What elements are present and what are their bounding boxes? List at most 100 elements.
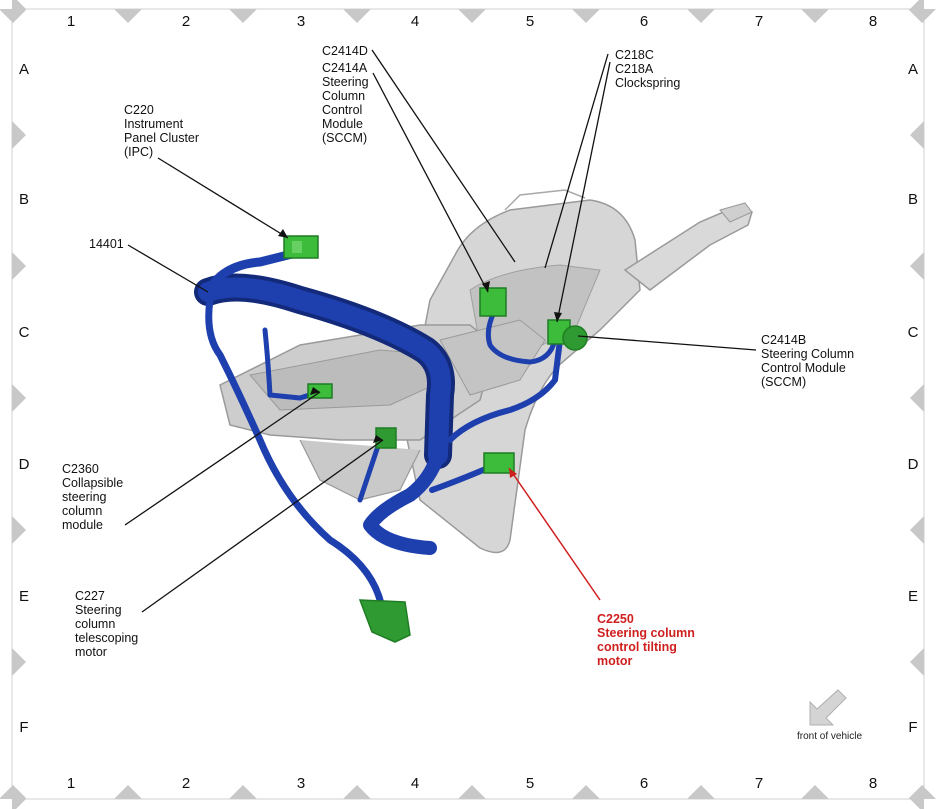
frame-marker-left	[12, 121, 26, 149]
callout-14401: 14401	[89, 237, 124, 251]
row-label-left-a: A	[18, 61, 29, 78]
callout-c2414d-line: C2414D	[322, 44, 368, 58]
row-label-right-a: A	[907, 61, 918, 78]
row-label-right-f: F	[908, 719, 918, 736]
callout-c2414b-line: (SCCM)	[761, 375, 807, 389]
column-label-bottom-4: 4	[410, 775, 420, 792]
row-label-right-d: D	[907, 456, 919, 473]
row-label-left-b: B	[18, 191, 29, 208]
row-label-right-e: E	[907, 588, 918, 605]
frame-marker-right	[910, 516, 924, 544]
callout-c2360-line: module	[62, 518, 103, 532]
callout-c227-line: telescoping	[75, 631, 139, 645]
frame-marker-bottom	[458, 785, 486, 799]
callout-c2414d: C2414D	[322, 44, 368, 58]
arrow-down-left-icon	[809, 689, 847, 726]
column-label-top-8: 8	[868, 13, 878, 30]
callout-c218-line: Clockspring	[615, 76, 681, 90]
frame-marker-bottom	[801, 785, 829, 799]
callout-c220-line: (IPC)	[124, 145, 154, 159]
motor-bracket-connector	[358, 599, 411, 643]
connector-c2360	[307, 383, 333, 399]
callout-c220-line: Instrument	[124, 117, 184, 131]
row-label-left-e: E	[18, 588, 29, 605]
callout-c2250-line: Steering column	[597, 626, 695, 640]
frame-marker-top	[687, 9, 715, 23]
callout-c2414a: C2414A Steering Column Control Module (S…	[322, 61, 369, 145]
column-label-top-2: 2	[181, 13, 191, 30]
callout-c2414a-line: C2414A	[322, 61, 368, 75]
callout-c220-line: C220	[124, 103, 154, 117]
callout-c2360-line: Collapsible	[62, 476, 124, 490]
frame-marker-right	[910, 121, 924, 149]
row-label-left-c: C	[18, 324, 30, 341]
front-of-vehicle-label: front of vehicle	[797, 731, 863, 742]
callout-c2414a-line: Module	[322, 117, 363, 131]
column-label-bottom-1: 1	[66, 775, 76, 792]
callout-c2414a-line: Column	[322, 89, 366, 103]
callout-c2414b-line: Steering Column	[761, 347, 855, 361]
callout-c227-line: Steering	[75, 603, 122, 617]
column-label-bottom-8: 8	[868, 775, 878, 792]
wiring-harness-14401	[194, 247, 563, 634]
frame-marker-right	[910, 384, 924, 412]
callout-c2250-line: control tilting	[597, 640, 677, 654]
connector-c2414b	[562, 325, 588, 351]
connector-c2250	[483, 452, 515, 474]
frame-marker-left	[12, 648, 26, 676]
column-label-top-7: 7	[754, 13, 764, 30]
column-label-bottom-3: 3	[296, 775, 306, 792]
frame-marker-left	[12, 0, 26, 23]
connector-c220	[283, 235, 319, 259]
callout-14401-line: 14401	[89, 237, 124, 251]
frame-marker-left	[12, 384, 26, 412]
callout-c2414b-line: C2414B	[761, 333, 807, 347]
callout-c2250-line: motor	[597, 654, 633, 668]
column-label-top-5: 5	[525, 13, 535, 30]
frame-marker-right	[910, 0, 924, 23]
column-label-top-1: 1	[66, 13, 76, 30]
callout-c220: C220 Instrument Panel Cluster (IPC)	[124, 103, 199, 159]
callout-c227-line: column	[75, 617, 116, 631]
callout-c227-line: C227	[75, 589, 105, 603]
frame-marker-top	[572, 9, 600, 23]
column-label-top-4: 4	[410, 13, 420, 30]
callout-c218-line: C218A	[615, 62, 654, 76]
connector-c2414a	[479, 287, 507, 317]
row-label-left-d: D	[18, 456, 30, 473]
column-label-bottom-7: 7	[754, 775, 764, 792]
column-label-bottom-6: 6	[639, 775, 649, 792]
leader-lines	[124, 49, 757, 613]
callout-c2414b: C2414B Steering Column Control Module (S…	[761, 333, 854, 389]
callout-c2250-line: C2250	[597, 612, 634, 626]
frame-marker-left	[12, 252, 26, 280]
row-label-right-c: C	[907, 324, 919, 341]
callout-c2414a-line: (SCCM)	[322, 131, 368, 145]
frame-marker-top	[229, 9, 257, 23]
column-label-bottom-2: 2	[181, 775, 191, 792]
column-label-bottom-5: 5	[525, 775, 535, 792]
frame-marker-bottom	[229, 785, 257, 799]
frame-marker-right	[910, 785, 924, 809]
frame-marker-top	[114, 9, 142, 23]
callout-c2360-line: C2360	[62, 462, 99, 476]
frame-marker-right	[910, 648, 924, 676]
callout-c2360: C2360 Collapsible steering column module	[62, 462, 123, 532]
callout-c2414a-line: Control	[322, 103, 363, 117]
row-label-left-f: F	[19, 719, 29, 736]
frame-marker-top	[801, 9, 829, 23]
callout-c220-line: Panel Cluster	[124, 131, 200, 145]
column-label-top-3: 3	[296, 13, 306, 30]
callout-c2360-line: column	[62, 504, 103, 518]
frame-marker-top	[343, 9, 371, 23]
frame-marker-right	[910, 252, 924, 280]
frame-marker-bottom	[343, 785, 371, 799]
frame-marker-bottom	[572, 785, 600, 799]
callout-c2250: C2250 Steering column control tilting mo…	[597, 612, 695, 668]
frame-marker-bottom	[114, 785, 142, 799]
callout-c227-line: motor	[75, 645, 107, 659]
callout-c227: C227 Steering column telescoping motor	[75, 589, 138, 659]
frame-marker-left	[12, 785, 26, 809]
